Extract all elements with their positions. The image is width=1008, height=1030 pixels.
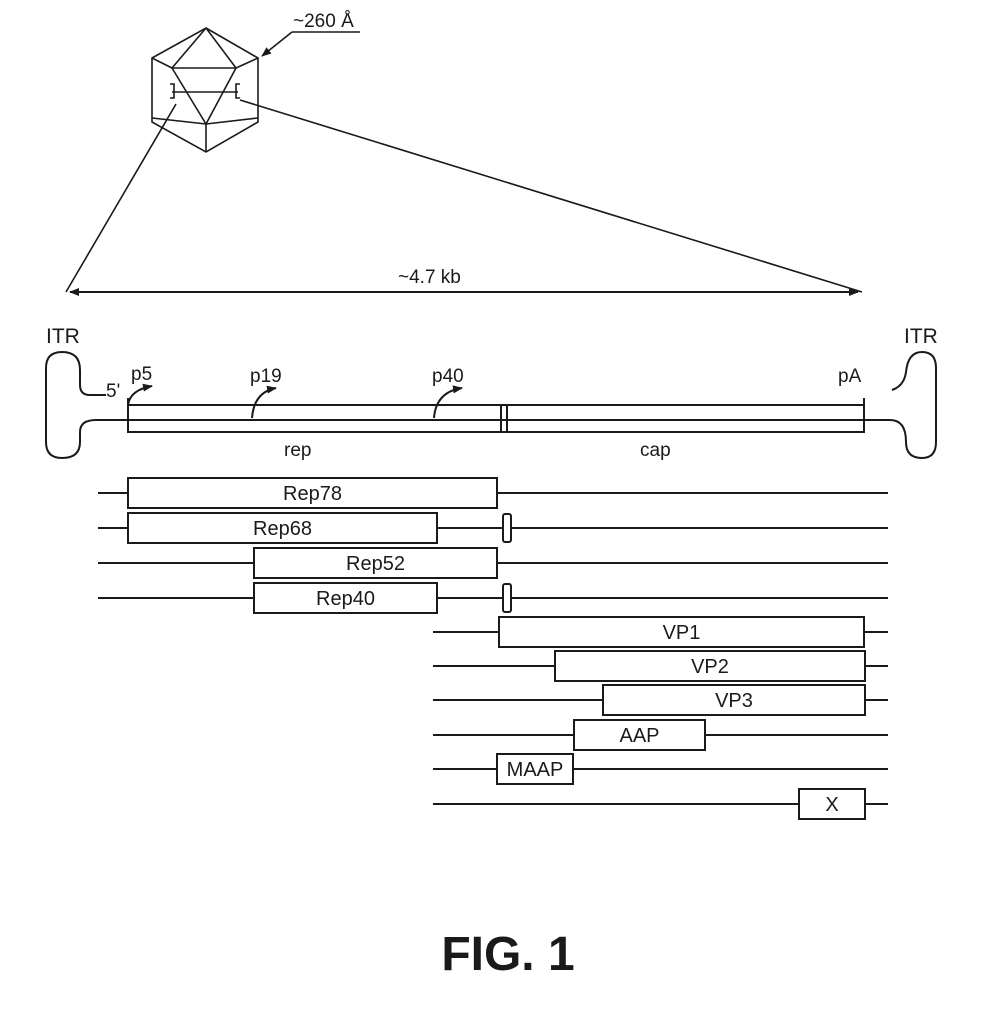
- orf-box-rep78: [127, 477, 498, 509]
- orf-box-vp1: [498, 616, 865, 648]
- orf-label-maap: MAAP: [507, 759, 564, 781]
- itr-left-hairpin: [45, 350, 128, 460]
- capsid-size-label: ~260 Å: [293, 11, 354, 32]
- splice-exon-rep40: [502, 583, 512, 613]
- transcript-rep52: Rep52: [98, 547, 888, 579]
- promoter-p40: p40: [432, 366, 464, 419]
- orf-label-vp1: VP1: [663, 622, 701, 644]
- transcript-rep68: Rep68: [98, 512, 888, 544]
- itr-right-label: ITR: [904, 325, 938, 348]
- promoter-p5-label: p5: [131, 364, 152, 385]
- expansion-line-left: [65, 103, 177, 293]
- orf-label-x: X: [825, 794, 838, 816]
- itr-left-label: ITR: [46, 325, 80, 348]
- transcript-maap: MAAP: [433, 753, 888, 785]
- transcript-vp3: VP3: [433, 684, 888, 716]
- orf-box-rep68: [127, 512, 438, 544]
- orf-box-vp2: [554, 650, 866, 682]
- orf-box-maap: [496, 753, 574, 785]
- splice-exon-rep68: [502, 513, 512, 543]
- orf-box-rep52: [253, 547, 498, 579]
- orf-label-vp3: VP3: [715, 690, 753, 712]
- transcript-rep40: Rep40: [98, 582, 888, 614]
- expansion-line-right: [239, 99, 863, 293]
- gene-rep-label: rep: [284, 440, 311, 461]
- orf-box-vp3: [602, 684, 866, 716]
- promoter-p40-label: p40: [432, 366, 464, 387]
- polya-label: pA: [838, 366, 862, 387]
- genome-length-arrow: ~4.7 kb: [69, 267, 859, 296]
- genome-bar: [127, 404, 865, 433]
- genome-map: ITR 5' p5 p19 p40 pA ITR rep cap: [45, 325, 938, 461]
- transcript-vp1: VP1: [433, 616, 888, 648]
- five-prime-label: 5': [106, 381, 120, 402]
- transcript-rep78: Rep78: [98, 477, 888, 509]
- orf-box-aap: [573, 719, 706, 751]
- orf-label-rep68: Rep68: [253, 518, 312, 540]
- promoter-p5: p5: [127, 364, 153, 406]
- orf-label-aap: AAP: [619, 725, 659, 747]
- capsid-size-callout: ~260 Å: [261, 11, 360, 57]
- itr-right-hairpin: [864, 350, 937, 460]
- transcript-vp2: VP2: [433, 650, 888, 682]
- capsid-icosahedron-icon: [151, 27, 259, 153]
- transcript-aap: AAP: [433, 719, 888, 751]
- orf-label-vp2: VP2: [691, 656, 729, 678]
- genome-length-label: ~4.7 kb: [398, 267, 461, 288]
- orf-box-rep40: [253, 582, 438, 614]
- gene-cap-label: cap: [640, 440, 671, 461]
- transcript-x: X: [433, 788, 888, 820]
- promoter-p19: p19: [250, 366, 282, 419]
- orf-label-rep40: Rep40: [316, 588, 375, 610]
- orf-label-rep78: Rep78: [283, 483, 342, 505]
- orf-label-rep52: Rep52: [346, 553, 405, 575]
- promoter-p19-label: p19: [250, 366, 282, 387]
- figure-caption: FIG. 1: [441, 928, 574, 981]
- orf-box-x: [798, 788, 866, 820]
